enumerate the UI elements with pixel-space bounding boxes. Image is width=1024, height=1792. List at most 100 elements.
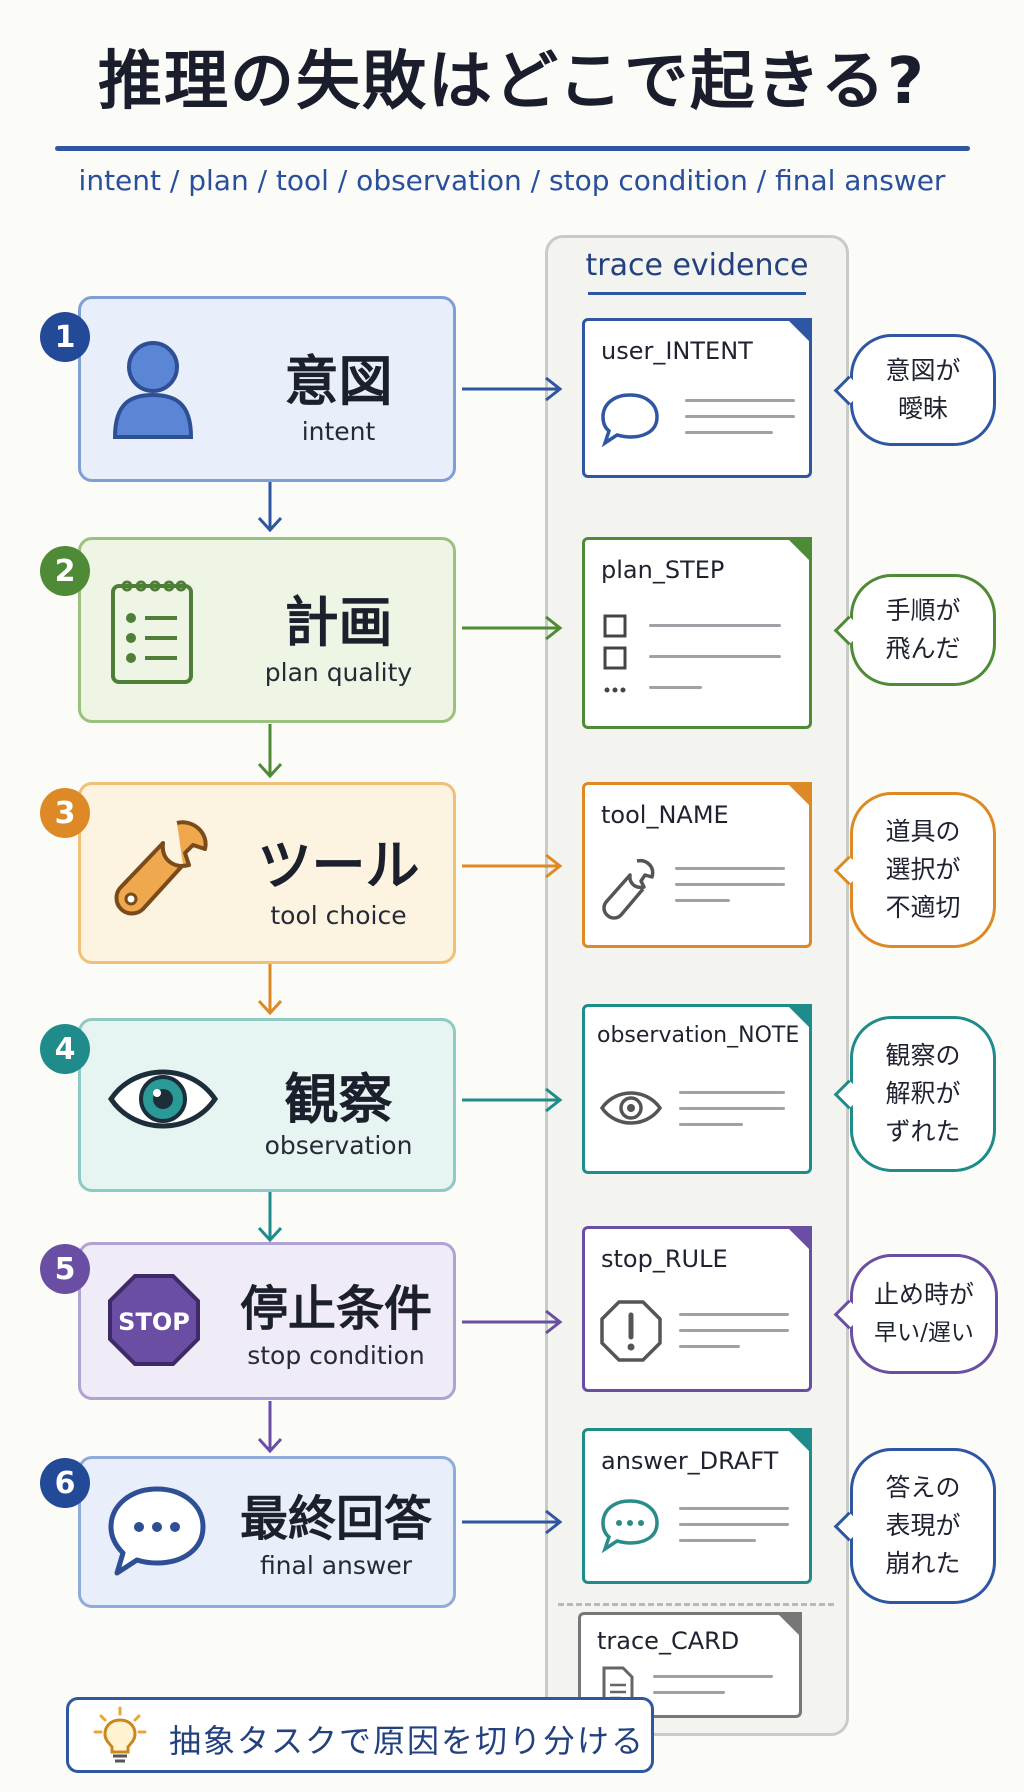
title-underline (55, 146, 970, 151)
bubble-line: ずれた (885, 1117, 961, 1146)
bubble-line: 飛んだ (885, 634, 961, 663)
evidence-card-plan: plan_STEP (582, 537, 812, 729)
card-title: observation_NOTE (597, 1023, 800, 1048)
failure-bubble-observation: 観察の 解釈が ずれた (833, 1016, 996, 1172)
bubble-line: 曖昧 (897, 394, 948, 423)
speech-bubble-icon (107, 1483, 207, 1583)
step-number-badge: 1 (40, 312, 90, 362)
step-stop-condition: STOP 停止条件 stop condition (78, 1242, 456, 1400)
card-title: plan_STEP (601, 556, 725, 584)
evidence-card-stop: stop_RULE (582, 1226, 812, 1392)
wrench-icon (107, 815, 213, 931)
step-number-badge: 4 (40, 1024, 90, 1074)
step-sublabel: tool choice (270, 901, 407, 930)
card-fold (786, 1004, 812, 1030)
step-sublabel: stop condition (247, 1341, 425, 1370)
chat-icon (599, 1497, 661, 1557)
arrowhead-tool (545, 853, 563, 879)
bubble-line: 意図が (885, 356, 961, 385)
chat-icon (599, 391, 661, 451)
card-title: user_INTENT (601, 337, 753, 365)
step-label: 観察 (284, 1068, 393, 1131)
failure-bubble-stop: 止め時が 早い/遅い (833, 1254, 998, 1374)
card-title: stop_RULE (601, 1245, 728, 1273)
page-title: 推理の失敗はどこで起きる? (98, 45, 926, 119)
card-lines (679, 1507, 789, 1555)
trace-divider (558, 1603, 834, 1606)
evidence-card-intent: user_INTENT (582, 318, 812, 478)
card-fold (786, 1226, 812, 1252)
card-lines (675, 867, 785, 915)
bubble-line: 解釈が (885, 1079, 961, 1108)
card-title: tool_NAME (601, 801, 729, 829)
evidence-card-tool: tool_NAME (582, 782, 812, 948)
step-label: 停止条件 (239, 1281, 432, 1337)
failure-bubble-plan: 手順が 飛んだ (833, 574, 996, 686)
bubble-line: 道具の (885, 817, 961, 846)
vertical-arrows (257, 480, 283, 1454)
step-label: ツール (257, 834, 420, 897)
bubble-line: 答えの (885, 1473, 961, 1502)
bubble-line: 不適切 (885, 893, 961, 922)
warning-octagon-icon (599, 1299, 663, 1367)
bubble-line: 崩れた (885, 1549, 961, 1578)
step-number-badge: 2 (40, 546, 90, 596)
bubble-line: 表現が (885, 1511, 961, 1540)
card-lines (685, 399, 795, 447)
person-icon (107, 337, 199, 445)
step-sublabel: plan quality (264, 658, 413, 687)
tip-box: 抽象タスクで原因を切り分ける (66, 1697, 654, 1773)
bubble-line: 手順が (885, 596, 961, 625)
arrowhead-answer (545, 1509, 563, 1535)
bubble-line: 早い/遅い (874, 1320, 974, 1346)
horizontal-arrows (462, 376, 563, 1535)
arrowhead-stop (545, 1309, 563, 1335)
bubble-line: 観察の (885, 1041, 961, 1070)
eye-icon (599, 1087, 663, 1133)
arrowhead-intent (545, 376, 563, 402)
failure-bubble-intent: 意図が 曖昧 (833, 334, 996, 446)
card-fold (786, 782, 812, 808)
evidence-card-observation: observation_NOTE (582, 1004, 812, 1174)
trace-evidence-header: trace evidence (585, 248, 809, 283)
card-title: answer_DRAFT (601, 1447, 779, 1475)
bubble-line: 選択が (885, 855, 961, 884)
step-sublabel: observation (264, 1131, 413, 1160)
step-number-badge: 5 (40, 1244, 90, 1294)
lightbulb-icon (93, 1706, 147, 1768)
card-fold (786, 318, 812, 344)
eye-icon (107, 1063, 219, 1139)
card-title: trace_CARD (597, 1627, 740, 1655)
checkbox-list-icon (599, 612, 659, 706)
subtitle: intent / plan / tool / observation / sto… (78, 164, 946, 197)
failure-bubble-tool: 道具の 選択が 不適切 (833, 792, 996, 948)
wrench-icon (599, 855, 655, 925)
card-lines (649, 624, 781, 702)
arrowhead-plan (545, 615, 563, 641)
step-label: 計画 (284, 591, 393, 654)
failure-bubble-answer: 答えの 表現が 崩れた (833, 1448, 996, 1604)
evidence-card-answer: answer_DRAFT (582, 1428, 812, 1584)
card-lines (679, 1313, 789, 1361)
card-lines (653, 1675, 773, 1707)
stop-sign-text: STOP (118, 1308, 190, 1336)
step-observation: 観察 observation (78, 1018, 456, 1192)
step-plan: 計画 plan quality (78, 537, 456, 723)
card-fold (786, 1428, 812, 1454)
checklist-icon (107, 576, 197, 690)
step-final-answer: 最終回答 final answer (78, 1456, 456, 1608)
card-fold (776, 1612, 802, 1638)
step-sublabel: intent (301, 417, 376, 446)
card-fold (786, 537, 812, 563)
step-tool: ツール tool choice (78, 782, 456, 964)
stop-sign-icon: STOP (107, 1273, 201, 1371)
step-number-badge: 3 (40, 788, 90, 838)
step-sublabel: final answer (259, 1551, 413, 1580)
bubble-line: 止め時が (873, 1280, 974, 1309)
step-label: 意図 (284, 350, 393, 413)
step-label: 最終回答 (239, 1491, 432, 1547)
trace-header-underline (588, 292, 806, 295)
arrowhead-observation (545, 1087, 563, 1113)
step-intent: 意図 intent (78, 296, 456, 482)
step-number-badge: 6 (40, 1458, 90, 1508)
